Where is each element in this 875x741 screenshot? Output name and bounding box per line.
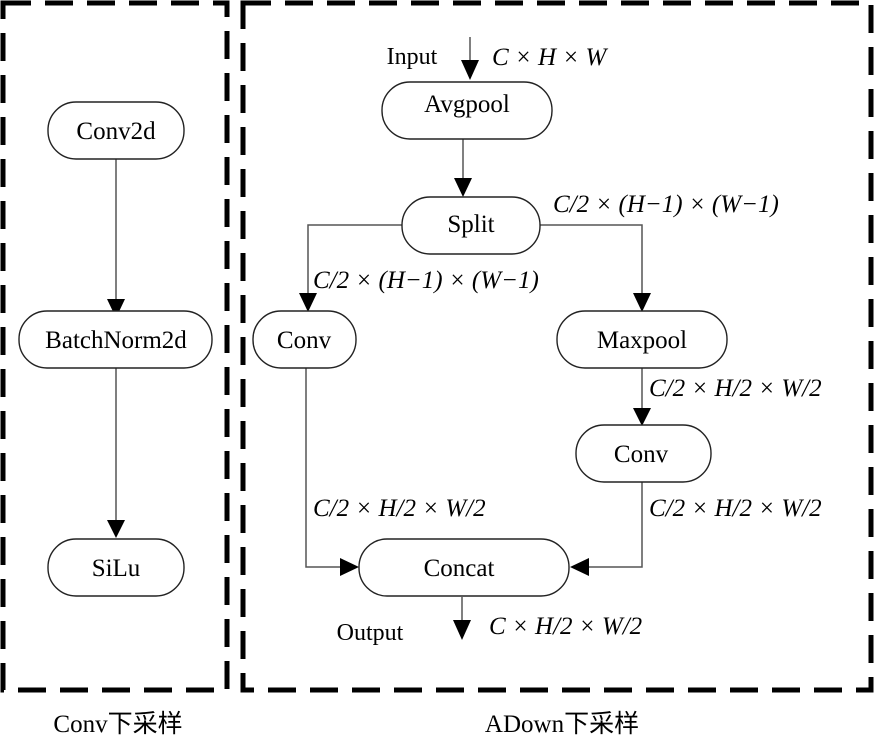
node-split-label: Split [447,211,494,238]
node-split-shape [401,196,541,255]
node-conv2d-label: Conv2d [76,118,156,145]
node-concat: Concat [358,538,570,597]
shape-input: C × H × W [492,44,608,71]
arrowhead-icon [107,520,125,538]
node-silu-shape [47,538,185,597]
node-batchnorm2d-shape [18,310,213,369]
edge-conv-right-to-concat [587,482,643,568]
node-avgpool-label: Avgpool [424,91,510,118]
node-batchnorm2d: BatchNorm2d [18,310,213,369]
shape-output: C × H/2 × W/2 [489,613,642,640]
node-conv-left-label: Conv [277,327,332,354]
input-label: Input [387,44,438,70]
node-conv2d-shape [47,101,185,160]
arrowhead-icon [570,558,589,576]
arrowhead-icon [453,620,471,640]
conv-panel-caption: Conv下采样 [53,710,182,738]
node-silu: SiLu [47,538,185,597]
node-batchnorm2d-label: BatchNorm2d [45,327,187,354]
edge-split-to-maxpool [539,224,643,295]
edge-conv-left-to-concat [305,367,342,568]
arrowhead-icon [299,293,317,312]
node-avgpool: Avgpool [381,81,553,140]
edge-split-to-conv-left [307,224,402,295]
node-maxpool-label: Maxpool [597,327,687,354]
node-conv2d: Conv2d [47,101,185,160]
node-conv-left: Conv [252,310,357,369]
node-conv-right-label: Conv [614,441,669,468]
arrowhead-icon [461,60,479,80]
adown-panel-caption: ADown下采样 [485,710,639,738]
node-concat-shape [358,538,570,597]
node-conv-right-shape [575,424,712,483]
node-split: Split [401,196,541,255]
node-silu-label: SiLu [92,555,141,582]
node-conv-left-shape [252,310,357,369]
arrowhead-icon [633,408,651,426]
output-label: Output [337,620,404,646]
arrowhead-icon [107,299,125,318]
shape-split-left: C/2 × (H−1) × (W−1) [313,267,539,294]
node-maxpool: Maxpool [556,310,728,369]
shape-conv-right-out: C/2 × H/2 × W/2 [649,495,822,522]
arrowhead-icon [633,293,651,312]
shape-conv-left-out: C/2 × H/2 × W/2 [313,495,486,522]
node-avgpool-shape [381,81,553,140]
node-concat-label: Concat [424,555,495,582]
shape-split-right: C/2 × (H−1) × (W−1) [553,191,779,218]
adown-panel-frame [240,0,874,693]
arrowhead-icon [454,178,472,197]
arrowhead-icon [340,558,359,576]
conv-panel-frame [0,0,230,693]
node-conv-right: Conv [575,424,712,483]
shape-maxpool-out: C/2 × H/2 × W/2 [649,375,822,402]
node-maxpool-shape [556,310,728,369]
